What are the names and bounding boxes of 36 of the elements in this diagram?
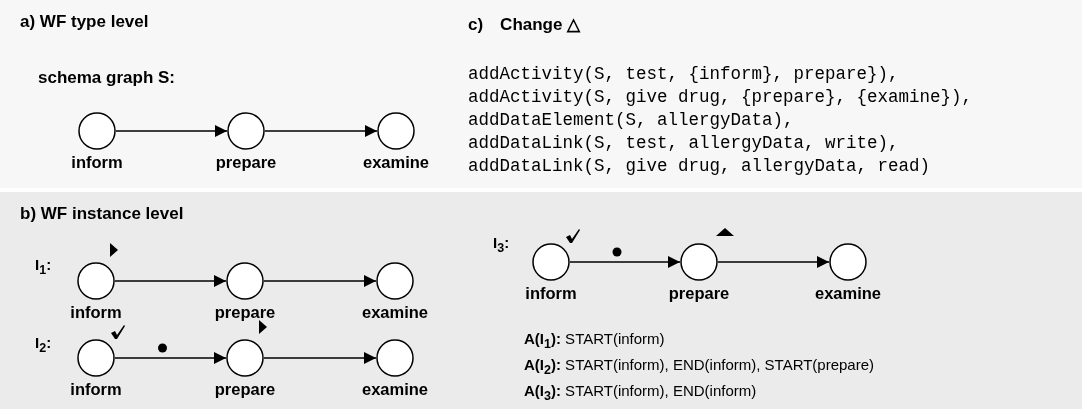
code-line: addActivity(S, test, {inform}, prepare}), <box>468 64 899 84</box>
activity-label: examine <box>361 380 428 399</box>
arrow <box>263 275 377 287</box>
instance-label: I$_{2}$: <box>35 334 52 355</box>
activity-label: examine <box>362 153 429 172</box>
arrow <box>114 275 227 287</box>
activity-label: examine <box>361 303 428 322</box>
section-heading: a) WF type level <box>20 12 149 32</box>
activity-label: inform <box>525 284 577 303</box>
history-line: A(I$_{1}$): START(inform) <box>524 330 665 351</box>
history-line: A(I$_{3}$): START(inform), END(inform) <box>524 382 757 403</box>
arrow <box>264 125 378 137</box>
section-heading: b) WF instance level <box>20 204 184 224</box>
activity-label: examine <box>814 284 881 303</box>
activity-label: inform <box>70 303 122 322</box>
code-line: addDataLink(S, test, allergyData, write), <box>468 133 899 153</box>
arrow <box>114 352 227 364</box>
arrow <box>115 125 228 137</box>
instance-label: I$_{1}$: <box>35 256 52 277</box>
activity-label: inform <box>71 153 123 172</box>
graph-title: schema graph S: <box>38 68 175 88</box>
activity-label: inform <box>70 380 122 399</box>
code-line: addActivity(S, give drug, {prepare}, {examine}), <box>468 87 973 107</box>
activity-label: prepare <box>668 284 730 303</box>
panel-background <box>0 192 1082 409</box>
history-line: A(I$_{2}$): START(inform), END(inform), START(prepare) <box>524 356 875 377</box>
activity-label: prepare <box>215 153 277 172</box>
arrow <box>569 256 681 268</box>
instance-label: I$_{3}$: <box>493 234 510 255</box>
arrow <box>263 352 377 364</box>
code-line: addDataElement(S, allergyData), <box>468 110 794 130</box>
arrow <box>717 256 830 268</box>
code-line: addDataLink(S, give drug, allergyData, read) <box>468 156 931 176</box>
activity-label: prepare <box>214 303 276 322</box>
activity-label: prepare <box>214 380 276 399</box>
section-heading: c) Change △ <box>468 14 581 35</box>
